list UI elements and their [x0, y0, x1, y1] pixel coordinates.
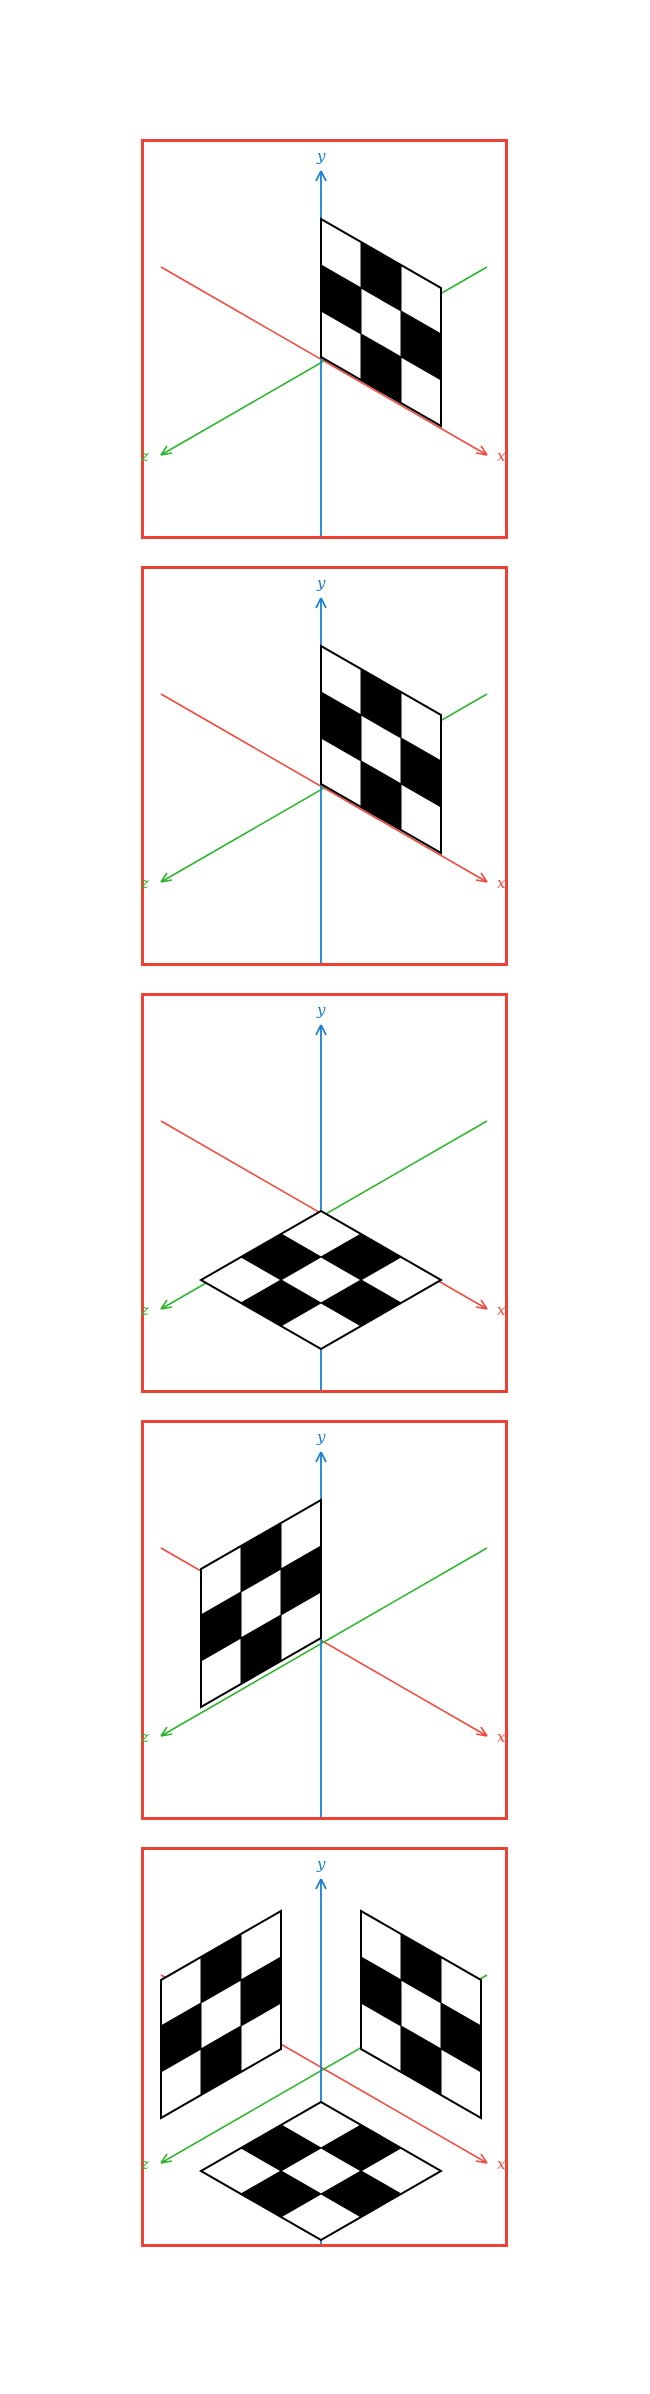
checkerboard-xy [320, 217, 442, 428]
x-axis-arrow-icon [475, 445, 488, 456]
y-axis-label: y [316, 1428, 326, 1446]
y-axis-label: y [316, 1001, 326, 1019]
diagram-panel-2: x y z [140, 566, 508, 966]
y-axis-label: y [316, 574, 326, 592]
y-axis-arrow-icon [315, 597, 327, 609]
z-axis-arrow-icon [160, 1299, 173, 1310]
axes-diagram: x y z [140, 1001, 506, 1390]
checkerboard-xz-outline [198, 2100, 444, 2242]
checkerboard-xy [360, 1909, 482, 2120]
z-axis-label: z [140, 1301, 149, 1319]
x-axis-label: x [497, 874, 506, 892]
checkerboard-yz [160, 1909, 282, 2120]
x-axis-arrow-icon [475, 872, 488, 883]
z-axis-arrow-icon [160, 2153, 173, 2164]
x-axis-label: x [497, 1301, 506, 1319]
z-axis-label: z [140, 2155, 149, 2173]
axes-diagram: x y z [140, 1428, 506, 1817]
y-axis-label: y [316, 147, 326, 165]
z-axis-arrow-icon [160, 1726, 173, 1737]
checkerboard-yz-outline [160, 1909, 282, 2120]
x-axis-arrow-icon [475, 1299, 488, 1310]
checkerboard-xz-outline [198, 1209, 444, 1351]
x-axis-label: x [497, 447, 506, 465]
diagram-panel-1: x y z [140, 139, 508, 539]
axes-diagram: x y z [140, 574, 506, 963]
z-axis-label: z [140, 874, 149, 892]
z-axis-label: z [140, 1728, 149, 1746]
diagram-panel-5: x y z [140, 1847, 508, 2247]
y-axis-arrow-icon [315, 1878, 327, 1890]
checkerboard-xy [320, 644, 442, 855]
axes: x y z [140, 1428, 506, 1817]
z-axis-arrow-icon [160, 445, 173, 456]
y-axis-arrow-icon [315, 1024, 327, 1036]
diagram-panel-3: x y z [140, 993, 508, 1393]
x-axis-label: x [497, 2155, 506, 2173]
checkerboard-yz-outline [200, 1498, 322, 1709]
y-axis-arrow-icon [315, 170, 327, 182]
diagram-panel-4: x y z [140, 1420, 508, 1820]
x-axis-label: x [497, 1728, 506, 1746]
y-axis-arrow-icon [315, 1451, 327, 1463]
checkerboard-xy-outline [320, 644, 442, 855]
axes-diagram: x y z [140, 147, 506, 536]
checkerboard-xy-outline [320, 217, 442, 428]
checkerboard-xz [198, 2100, 444, 2242]
checkerboard-yz [200, 1498, 322, 1709]
y-axis-label: y [316, 1855, 326, 1873]
z-axis-arrow-icon [160, 872, 173, 883]
x-axis-arrow-icon [475, 2153, 488, 2164]
checkerboard-xy-outline [360, 1909, 482, 2120]
checkerboard-xz [198, 1209, 444, 1351]
z-axis-line [160, 1547, 488, 1737]
z-axis-label: z [140, 447, 149, 465]
axes-diagram: x y z [140, 1855, 506, 2244]
x-axis-arrow-icon [475, 1726, 488, 1737]
